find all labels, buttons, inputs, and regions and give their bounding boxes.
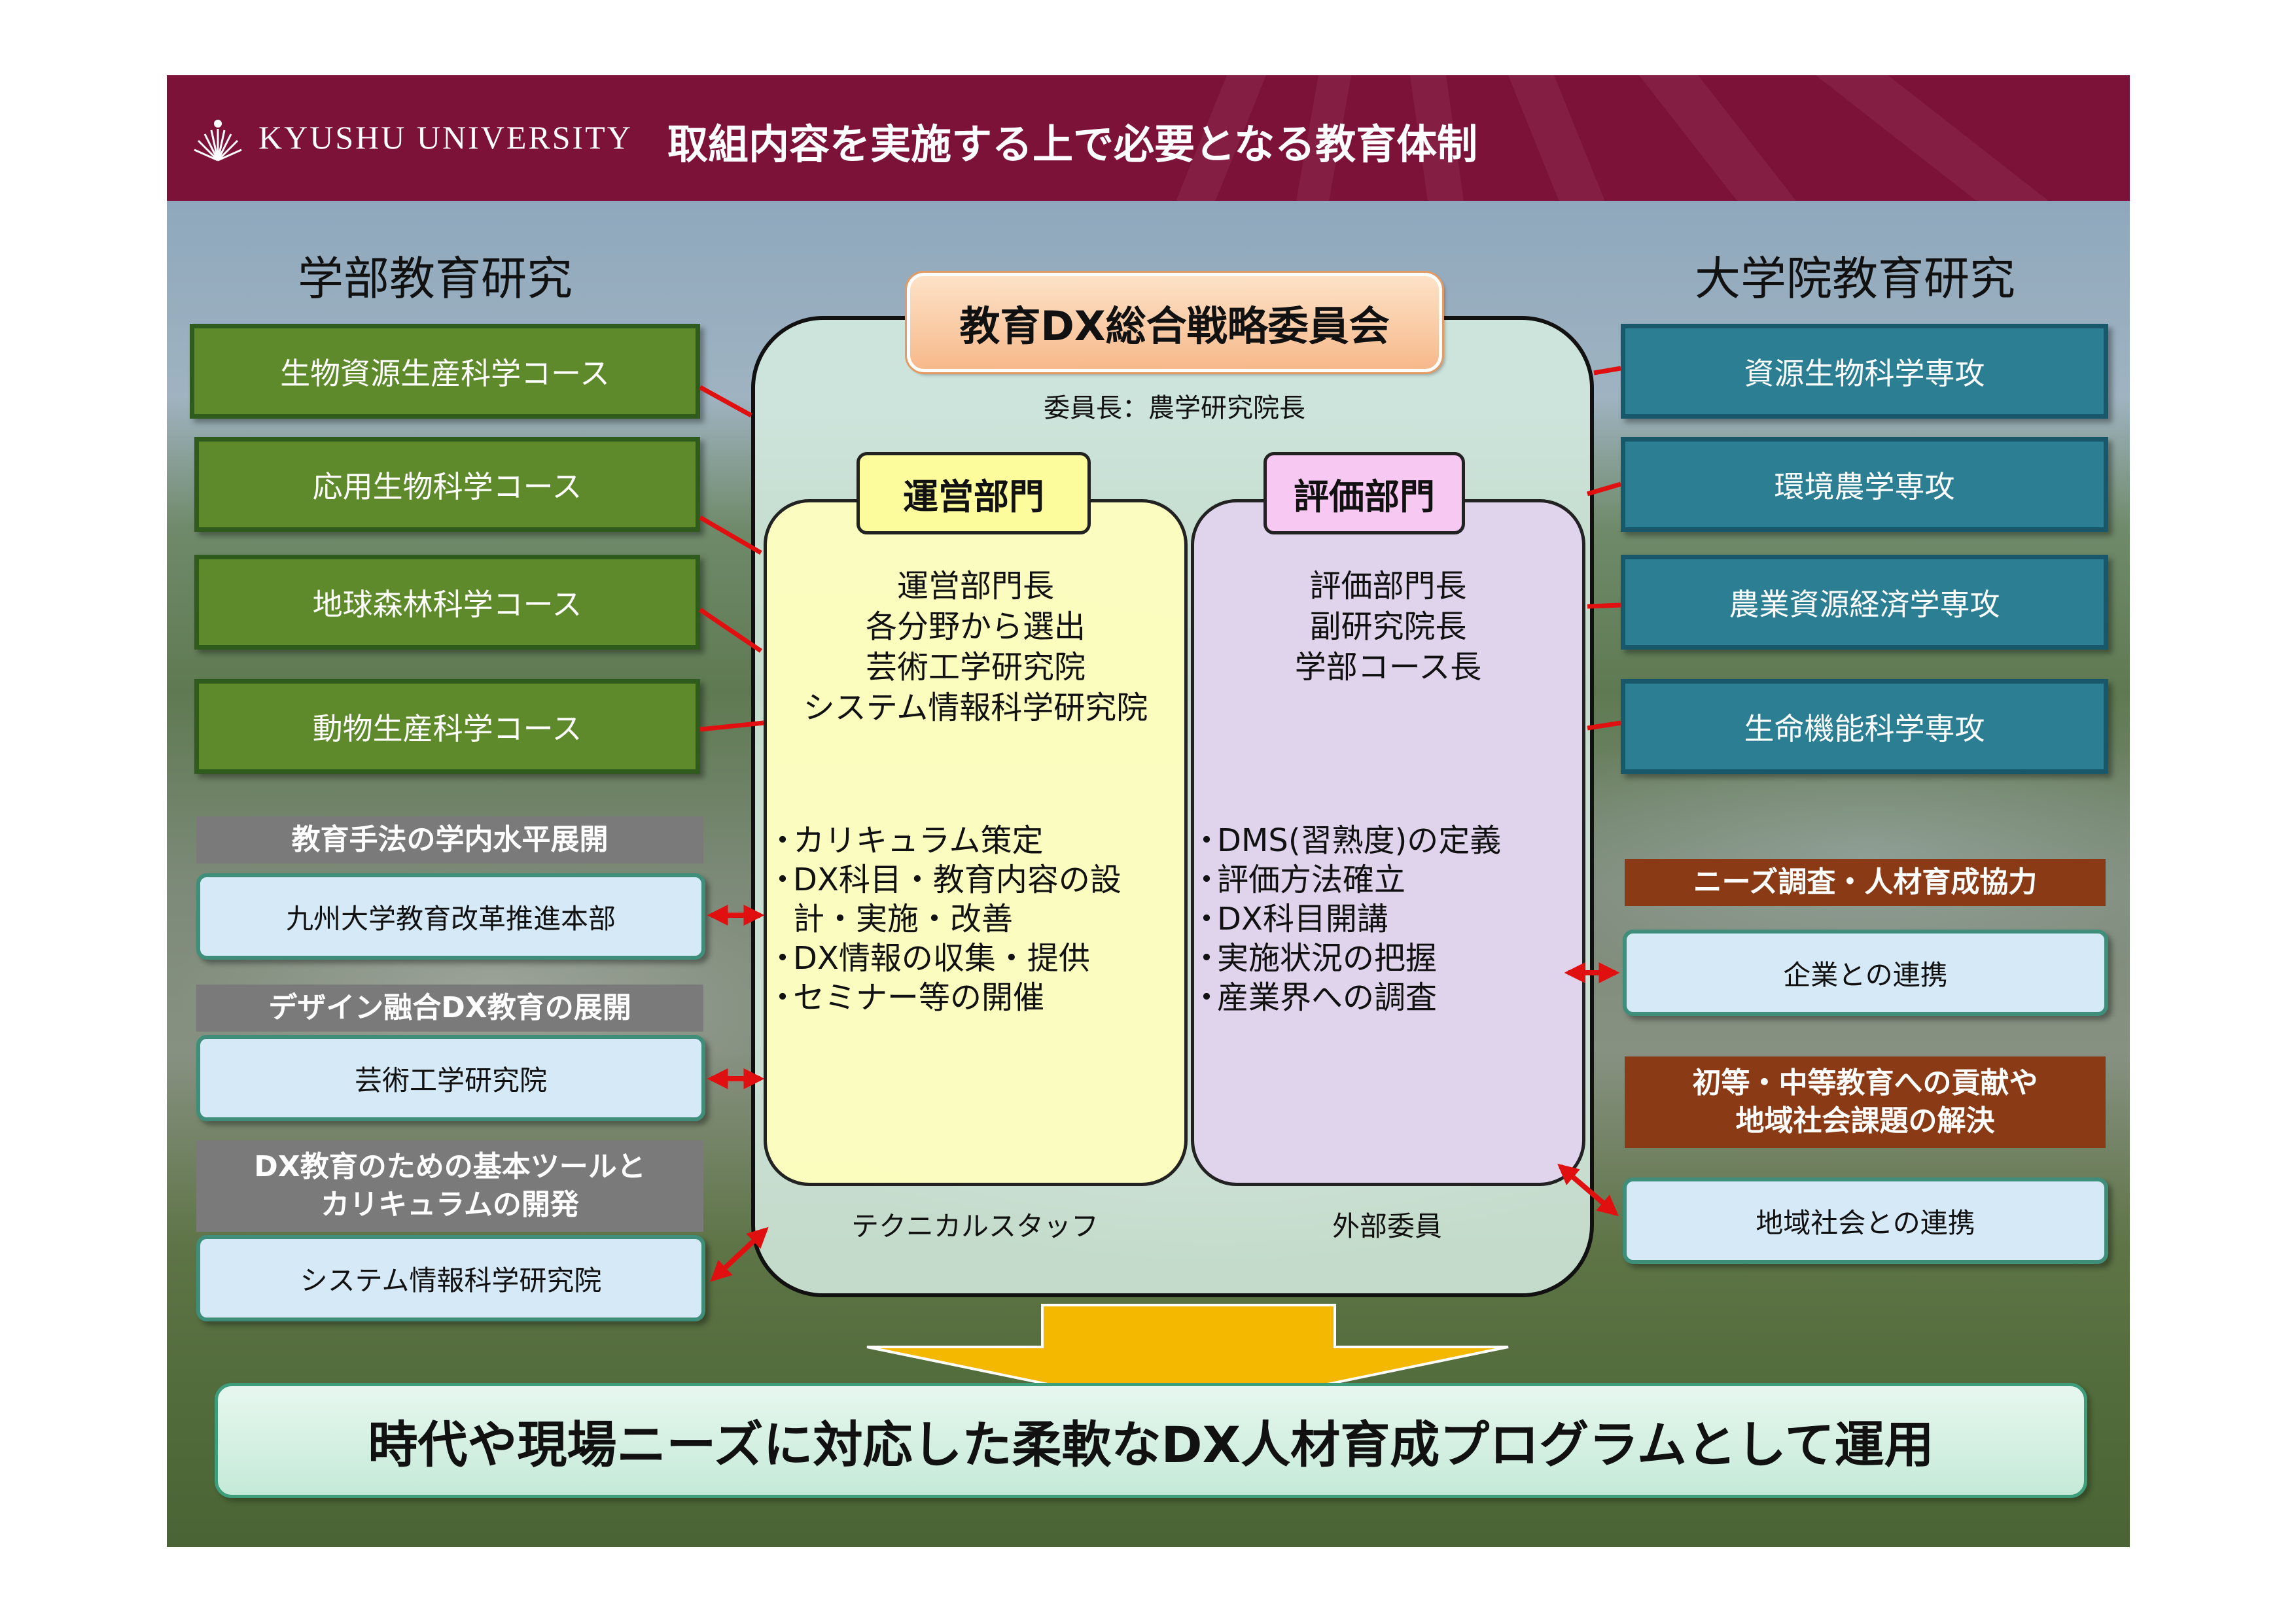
university-logo-icon: [194, 120, 242, 162]
label-line: 初等・中等教育への貢献や: [1692, 1066, 2038, 1100]
major-box-economics: 農業資源経済学専攻: [1621, 555, 2108, 650]
label-education-contribution: 初等・中等教育への貢献や 地域社会課題の解決: [1625, 1056, 2106, 1148]
task-item-continued: 計・実施・改善: [793, 901, 1014, 937]
task-item: セミナー等の開催: [767, 978, 1122, 1017]
partner-box-industry: 企業との連携: [1623, 930, 2108, 1016]
partner-label: 地域社会との連携: [1756, 1206, 1975, 1239]
label-design-dx: デザイン融合DX教育の展開: [196, 985, 703, 1032]
course-label: 動物生産科学コース: [312, 710, 582, 746]
committee-chair: 委員長：農学研究院長: [1044, 393, 1305, 423]
member-line: 芸術工学研究院: [865, 649, 1086, 686]
committee-title: 教育DX総合戦略委員会: [905, 271, 1444, 374]
page-title: 取組内容を実施する上で必要となる教育体制: [667, 120, 1478, 168]
label-needs-survey: ニーズ調査・人材育成協力: [1625, 859, 2106, 906]
task-item: DX情報の収集・提供: [767, 939, 1122, 978]
major-box-environment: 環境農学専攻: [1621, 437, 2108, 532]
partner-box-education-reform: 九州大学教育改革推進本部: [196, 873, 705, 960]
task-item: 評価方法確立: [1191, 860, 1501, 899]
label-line: カリキュラムの開発: [321, 1188, 579, 1221]
slide: KYUSHU UNIVERSITY 取組内容を実施する上で必要となる教育体制 学…: [167, 75, 2130, 1547]
label-line: 地域社会課題の解決: [1735, 1104, 1995, 1138]
external-members-label: 外部委員: [1332, 1210, 1442, 1242]
partner-label: 芸術工学研究院: [354, 1064, 547, 1096]
major-label: 環境農学専攻: [1774, 468, 1955, 504]
member-line: 副研究院長: [1309, 608, 1467, 645]
partner-label: システム情報科学研究院: [300, 1264, 602, 1297]
evaluation-tasks: DMS(習熟度)の定義 評価方法確立 DX科目開講 実施状況の把握 産業界への調…: [1191, 821, 1501, 1017]
major-label: 農業資源経済学専攻: [1729, 586, 2000, 622]
partner-box-community: 地域社会との連携: [1623, 1178, 2108, 1264]
task-item: 実施状況の把握: [1191, 939, 1501, 978]
course-box-applied-bio: 応用生物科学コース: [194, 437, 700, 532]
task-item: 産業界への調査: [1191, 978, 1501, 1017]
member-line: 各分野から選出: [865, 608, 1086, 645]
member-line: 評価部門長: [1309, 568, 1467, 604]
university-name: KYUSHU UNIVERSITY: [258, 119, 633, 156]
course-box-bioresource: 生物資源生産科学コース: [190, 324, 700, 419]
label-horizontal-deployment: 教育手法の学内水平展開: [196, 816, 703, 864]
header-bar: KYUSHU UNIVERSITY 取組内容を実施する上で必要となる教育体制: [167, 75, 2130, 201]
technical-staff-label: テクニカルスタッフ: [851, 1210, 1099, 1242]
major-box-bioscience: 生命機能科学専攻: [1621, 679, 2108, 774]
operations-members: 運営部門長 各分野から選出 芸術工学研究院 システム情報科学研究院: [764, 566, 1188, 728]
outcome-box: 時代や現場ニーズに対応した柔軟なDX人材育成プログラムとして運用: [215, 1383, 2087, 1498]
task-item: DMS(習熟度)の定義: [1191, 821, 1501, 860]
member-line: 学部コース長: [1294, 649, 1482, 686]
partner-label: 九州大学教育改革推進本部: [285, 902, 616, 935]
operations-title: 運営部門: [857, 452, 1091, 534]
member-line: 運営部門長: [896, 568, 1054, 604]
evaluation-members: 評価部門長 副研究院長 学部コース長: [1191, 566, 1585, 688]
evaluation-title: 評価部門: [1263, 452, 1465, 534]
major-box-bioresource: 資源生物科学専攻: [1621, 324, 2108, 419]
partner-box-design: 芸術工学研究院: [196, 1035, 705, 1121]
major-label: 生命機能科学専攻: [1744, 710, 1985, 746]
course-label: 地球森林科学コース: [312, 586, 582, 622]
course-label: 応用生物科学コース: [312, 468, 582, 504]
task-item: カリキュラム策定: [767, 821, 1122, 860]
course-box-animal: 動物生産科学コース: [194, 679, 700, 774]
undergrad-heading: 学部教育研究: [298, 252, 573, 305]
task-item: DX科目開講: [1191, 899, 1501, 939]
label-line: DX教育のための基本ツールと: [254, 1150, 646, 1183]
major-label: 資源生物科学専攻: [1744, 355, 1985, 391]
partner-box-info-science: システム情報科学研究院: [196, 1235, 705, 1321]
member-line: システム情報科学研究院: [803, 689, 1148, 726]
course-label: 生物資源生産科学コース: [280, 355, 610, 391]
operations-tasks: カリキュラム策定 DX科目・教育内容の設 計・実施・改善 DX情報の収集・提供 …: [767, 821, 1122, 1017]
task-item: DX科目・教育内容の設: [767, 860, 1122, 899]
graduate-heading: 大学院教育研究: [1695, 252, 2015, 305]
partner-label: 企業との連携: [1783, 958, 1948, 991]
course-box-forest: 地球森林科学コース: [194, 555, 700, 650]
label-basic-tools: DX教育のための基本ツールと カリキュラムの開発: [196, 1140, 703, 1232]
